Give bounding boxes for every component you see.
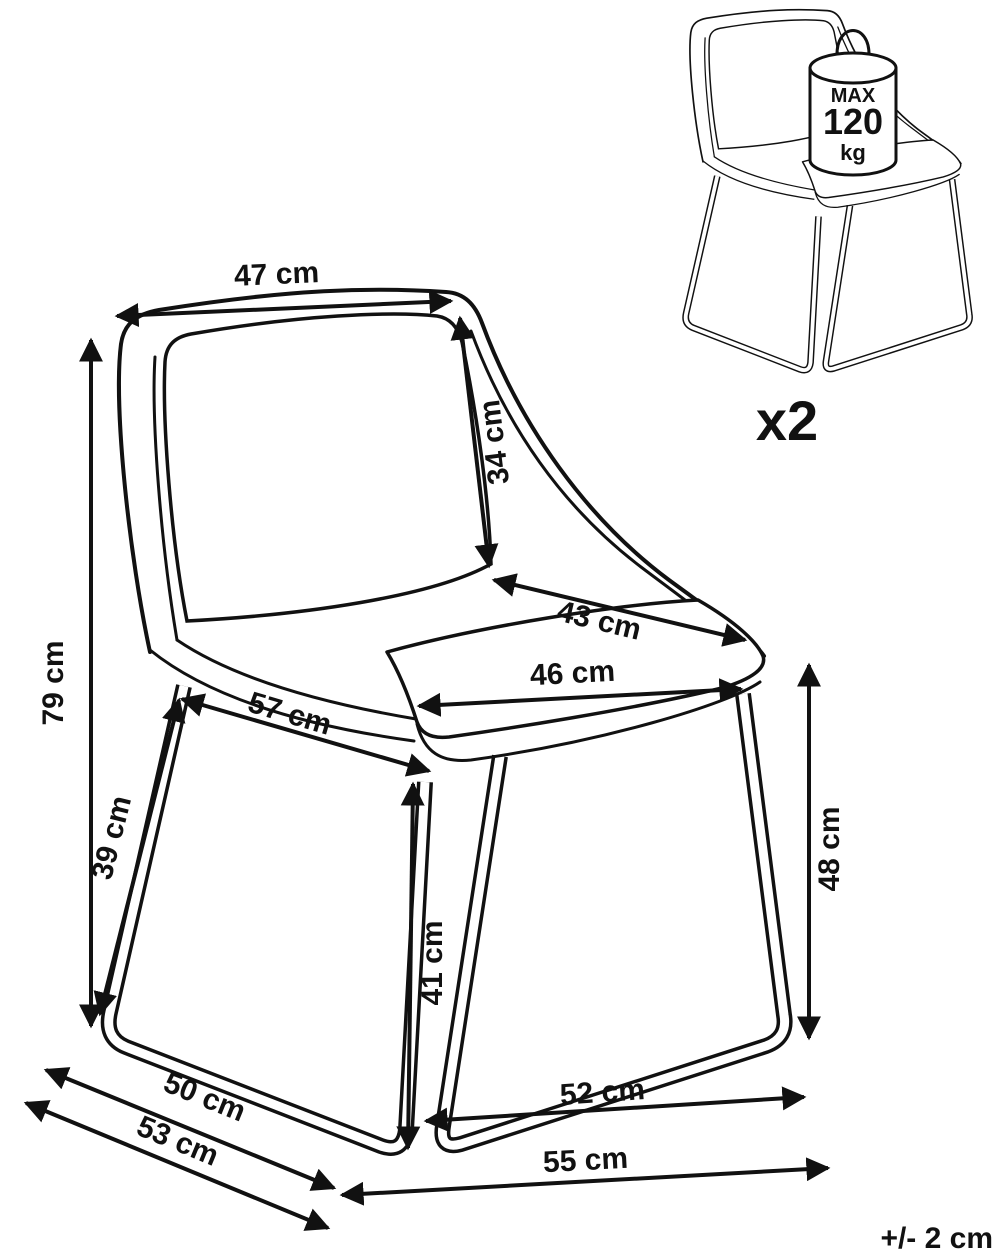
dim-label-runner-outer-length: 53 cm bbox=[132, 1110, 223, 1173]
dim-line-55cm bbox=[339, 1157, 831, 1206]
dim-line-46cm bbox=[416, 678, 744, 717]
dim-label-backrest-top-width: 47 cm bbox=[233, 256, 319, 293]
dim-line-43cm bbox=[491, 573, 748, 647]
dim-label-base-outer-width: 55 cm bbox=[542, 1142, 629, 1179]
weight-body-fill bbox=[810, 53, 896, 175]
tolerance-note: +/- 2 cm bbox=[880, 1222, 993, 1251]
dim-line-34cm bbox=[450, 315, 499, 569]
dim-label-total-height: 79 cm bbox=[37, 640, 70, 725]
weight-top-ellipse bbox=[808, 51, 898, 85]
dim-label-seat-height-left: 39 cm bbox=[85, 792, 138, 883]
dim-line-53cm bbox=[23, 1100, 331, 1231]
max-load-value: 120 bbox=[823, 101, 883, 142]
dim-line-41cm bbox=[396, 781, 425, 1151]
dim-label-back-leg-height: 48 cm bbox=[813, 806, 846, 891]
chair-line-drawing bbox=[100, 287, 793, 1156]
dim-label-seat-width: 46 cm bbox=[529, 655, 616, 692]
weight-handle bbox=[835, 29, 871, 58]
dim-line-52cm bbox=[423, 1086, 807, 1132]
max-load-unit: kg bbox=[840, 140, 866, 165]
chair-backrest-inner-edge-left bbox=[152, 355, 179, 642]
quantity-label: x2 bbox=[756, 389, 818, 452]
dim-line-57cm bbox=[179, 693, 432, 777]
dim-line-47cm bbox=[114, 289, 454, 328]
max-load-label: MAX bbox=[831, 85, 876, 107]
max-load-weight-icon: MAX 120 kg bbox=[808, 29, 898, 177]
chair-back-panel-diamond-quilting bbox=[162, 312, 493, 623]
dim-line-39cm bbox=[93, 697, 186, 1017]
dim-label-base-inner-width: 52 cm bbox=[559, 1073, 646, 1112]
dimension-lines bbox=[23, 289, 831, 1231]
weight-body-outline bbox=[808, 66, 898, 177]
dim-label-front-leg-height: 41 cm bbox=[416, 920, 449, 1005]
